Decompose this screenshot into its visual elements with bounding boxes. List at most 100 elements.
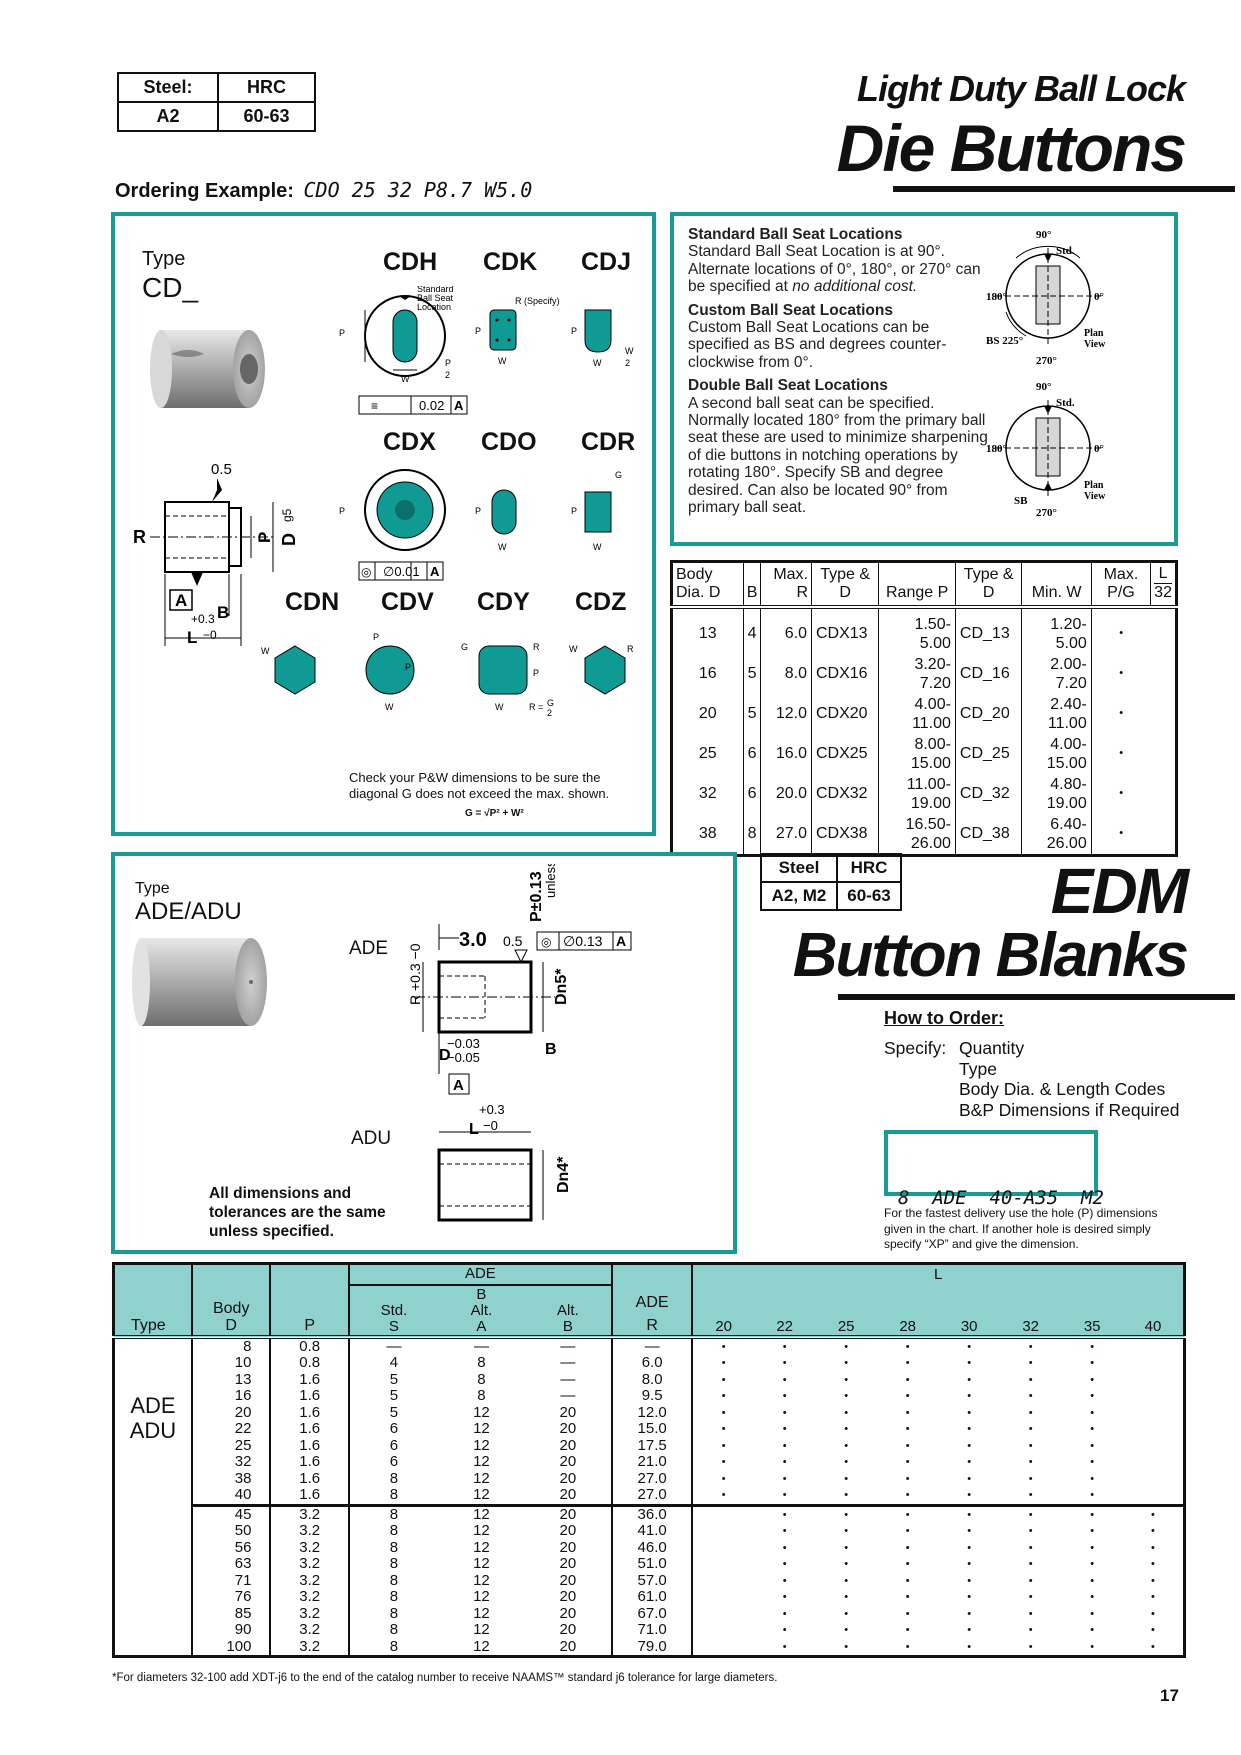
svg-text:180°: 180° xyxy=(986,443,1007,455)
table-cell: 71 xyxy=(191,1572,272,1589)
availability-cell: • xyxy=(1090,1472,1095,1485)
availability-cell: • xyxy=(1151,1541,1155,1554)
availability-cell: • xyxy=(967,1489,972,1501)
table-cell: 8 xyxy=(389,1604,399,1622)
availability-cell xyxy=(692,1503,754,1523)
table-cell: 12 xyxy=(437,1503,525,1523)
table-cell: 20 xyxy=(191,1404,272,1421)
body-table-cell: • xyxy=(1119,667,1124,680)
table-cell: 3.2 xyxy=(270,1621,350,1639)
availability-cell: • xyxy=(967,1456,972,1468)
body-table-cell: 16 xyxy=(671,653,744,694)
availability-cell: • xyxy=(1090,1406,1095,1419)
custom-seat-heading: Custom Ball Seat Locations xyxy=(688,301,893,319)
table-cell: 46.0 xyxy=(611,1539,694,1556)
table-cell: 3.2 xyxy=(270,1503,350,1523)
table-cell: 67.0 xyxy=(611,1605,694,1622)
svg-text:P: P xyxy=(571,326,577,336)
svg-text:∅0.13: ∅0.13 xyxy=(563,933,603,949)
steel-value-2: A2, M2 xyxy=(760,881,838,911)
availability-cell xyxy=(1123,1355,1185,1372)
availability-cell xyxy=(1123,1438,1185,1455)
table-cell: 1.6 xyxy=(270,1437,350,1454)
availability-cell: • xyxy=(1028,1640,1033,1653)
die-button-types-box: Type CD_ 0.5 R P D g5 A B xyxy=(111,212,656,836)
body-table-cell: CDX16 xyxy=(811,653,880,694)
availability-cell: • xyxy=(1028,1591,1033,1603)
table-cell: 38 xyxy=(191,1470,272,1487)
availability-cell: • xyxy=(1061,1334,1123,1355)
body-table-cell: 38 xyxy=(671,813,744,856)
table-cell: 12 xyxy=(473,1436,490,1454)
availability-cell: • xyxy=(1090,1574,1095,1587)
availability-cell: • xyxy=(844,1456,849,1468)
edm-title: EDM xyxy=(1050,855,1189,927)
svg-text:R =: R = xyxy=(529,702,543,712)
availability-cell: • xyxy=(1061,1503,1123,1523)
body-table-cell: 5 xyxy=(743,693,762,734)
table-cell: 20 xyxy=(524,1522,613,1540)
availability-cell xyxy=(692,1589,754,1606)
body-table-cell: 27.0 xyxy=(760,813,812,856)
body-table-cell: 12.0 xyxy=(760,693,812,734)
shapes-row1: Standard Ball Seat Location P W P 2 ≡ 0.… xyxy=(339,286,634,415)
table-cell: 12 xyxy=(473,1538,490,1556)
availability-cell: • xyxy=(905,1456,910,1468)
availability-cell: • xyxy=(967,1472,972,1485)
svg-text:P: P xyxy=(445,358,451,368)
svg-text:90°: 90° xyxy=(1036,229,1051,241)
availability-cell: • xyxy=(782,1558,787,1570)
table-cell: 20 xyxy=(524,1572,613,1589)
availability-cell: • xyxy=(844,1607,849,1620)
svg-text:Plan: Plan xyxy=(1084,328,1104,339)
availability-cell: • xyxy=(844,1640,849,1653)
col-p: P xyxy=(270,1263,350,1337)
availability-cell: • xyxy=(782,1541,787,1554)
col-range-p: Range P xyxy=(878,561,956,609)
body-table-cell: • xyxy=(1119,787,1124,800)
ball-seat-diagram-1: 90° Std. 180° 0° 270° BS 225° Plan View xyxy=(986,229,1106,367)
availability-cell: • xyxy=(753,1503,816,1523)
table-cell: 56 xyxy=(191,1539,272,1556)
type-ade: ADE xyxy=(130,1392,176,1418)
availability-cell: • xyxy=(1028,1489,1033,1501)
svg-text:R +0.3 −0: R +0.3 −0 xyxy=(407,943,423,1005)
shapes-row2: P ◎ ∅0.01 A P W P G W xyxy=(339,469,622,581)
svg-text:−0.03: −0.03 xyxy=(447,1036,480,1051)
body-table-cell: 8.00-15.00 xyxy=(878,733,956,774)
availability-cell: • xyxy=(1090,1423,1095,1435)
availability-cell: • xyxy=(967,1574,972,1587)
body-table-cell: 6.0 xyxy=(760,606,812,654)
body-table-cell: CDX20 xyxy=(811,693,880,734)
availability-cell: • xyxy=(1151,1558,1155,1570)
table-cell: 50 xyxy=(191,1522,272,1540)
svg-text:2: 2 xyxy=(547,708,552,718)
svg-text:G: G xyxy=(615,470,622,480)
availability-cell: • xyxy=(905,1525,910,1537)
availability-cell: • xyxy=(844,1525,849,1537)
availability-cell: • xyxy=(905,1607,910,1620)
svg-text:0.5: 0.5 xyxy=(503,933,523,949)
availability-cell xyxy=(1123,1421,1185,1438)
ade-adu-box: Type ADE/ADU ADE ADU 3.0 0.5 P±0.13 unle… xyxy=(111,852,737,1254)
col-min-w: Min. W xyxy=(1021,561,1092,609)
availability-cell: • xyxy=(905,1541,910,1554)
availability-cell: • xyxy=(1151,1574,1155,1587)
body-table-cell: 25 xyxy=(671,733,744,774)
availability-cell: • xyxy=(905,1489,910,1501)
availability-cell: • xyxy=(1028,1525,1033,1537)
svg-text:P: P xyxy=(475,506,481,516)
half-label: 0.5 xyxy=(211,461,232,478)
table-cell: — xyxy=(348,1334,438,1355)
body-table-cell: CD_32 xyxy=(955,773,1023,814)
table-cell: 16 xyxy=(191,1387,272,1405)
availability-cell: • xyxy=(1090,1640,1095,1653)
table-cell: 8 xyxy=(389,1621,399,1638)
